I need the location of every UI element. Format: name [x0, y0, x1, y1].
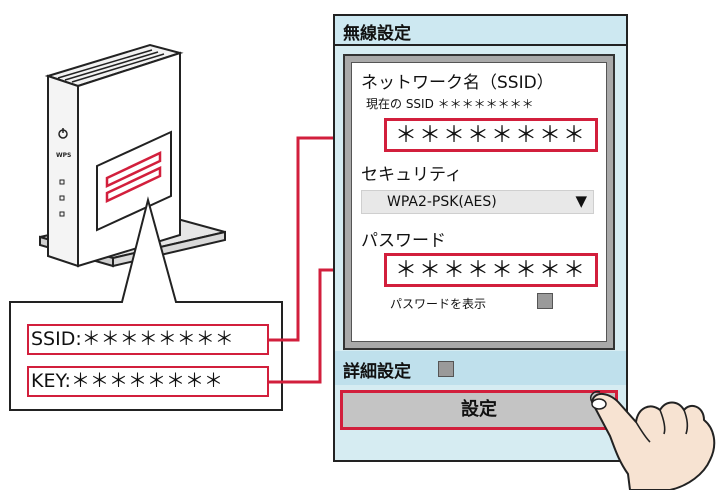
key-callout-box: KEY:＊＊＊＊＊＊＊＊ [27, 366, 269, 397]
ssid-input[interactable]: ＊＊＊＊＊＊＊＊ [384, 118, 598, 152]
password-label: パスワード [361, 231, 446, 251]
ssid-callout-box: SSID:＊＊＊＊＊＊＊＊ [27, 324, 269, 355]
advanced-settings-checkbox-icon[interactable] [438, 361, 454, 377]
advanced-settings-label: 詳細設定 [343, 362, 411, 382]
wireless-settings-screen: 無線設定 ネットワーク名（SSID） 現在の SSID ＊＊＊＊＊＊＊＊ ＊＊＊… [333, 14, 628, 462]
password-input[interactable]: ＊＊＊＊＊＊＊＊ [384, 253, 598, 287]
settings-title: 無線設定 [343, 24, 411, 44]
set-button[interactable]: 設定 [340, 390, 618, 430]
current-ssid-label: 現在の SSID ＊＊＊＊＊＊＊＊ [366, 97, 534, 111]
settings-header: 無線設定 [335, 16, 626, 46]
settings-form-frame: ネットワーク名（SSID） 現在の SSID ＊＊＊＊＊＊＊＊ ＊＊＊＊＊＊＊＊… [343, 54, 615, 350]
show-password-checkbox-icon[interactable] [537, 293, 553, 309]
power-icon [58, 128, 68, 139]
security-label: セキュリティ [361, 165, 462, 185]
network-name-label: ネットワーク名（SSID） [361, 73, 554, 93]
callout-bubble [9, 196, 283, 411]
dropdown-arrow-icon: ▼ [575, 192, 587, 210]
security-select-value: WPA2-PSK(AES) [387, 194, 497, 210]
router-illustration [39, 43, 226, 268]
show-password-label: パスワードを表示 [390, 297, 487, 311]
settings-form: ネットワーク名（SSID） 現在の SSID ＊＊＊＊＊＊＊＊ ＊＊＊＊＊＊＊＊… [351, 62, 607, 342]
security-select[interactable]: WPA2-PSK(AES) ▼ [361, 190, 594, 214]
advanced-settings-row: 詳細設定 [335, 351, 626, 385]
wps-label: WPS [56, 152, 71, 159]
tapping-hand-icon [589, 390, 716, 490]
settings-footer [335, 436, 626, 460]
